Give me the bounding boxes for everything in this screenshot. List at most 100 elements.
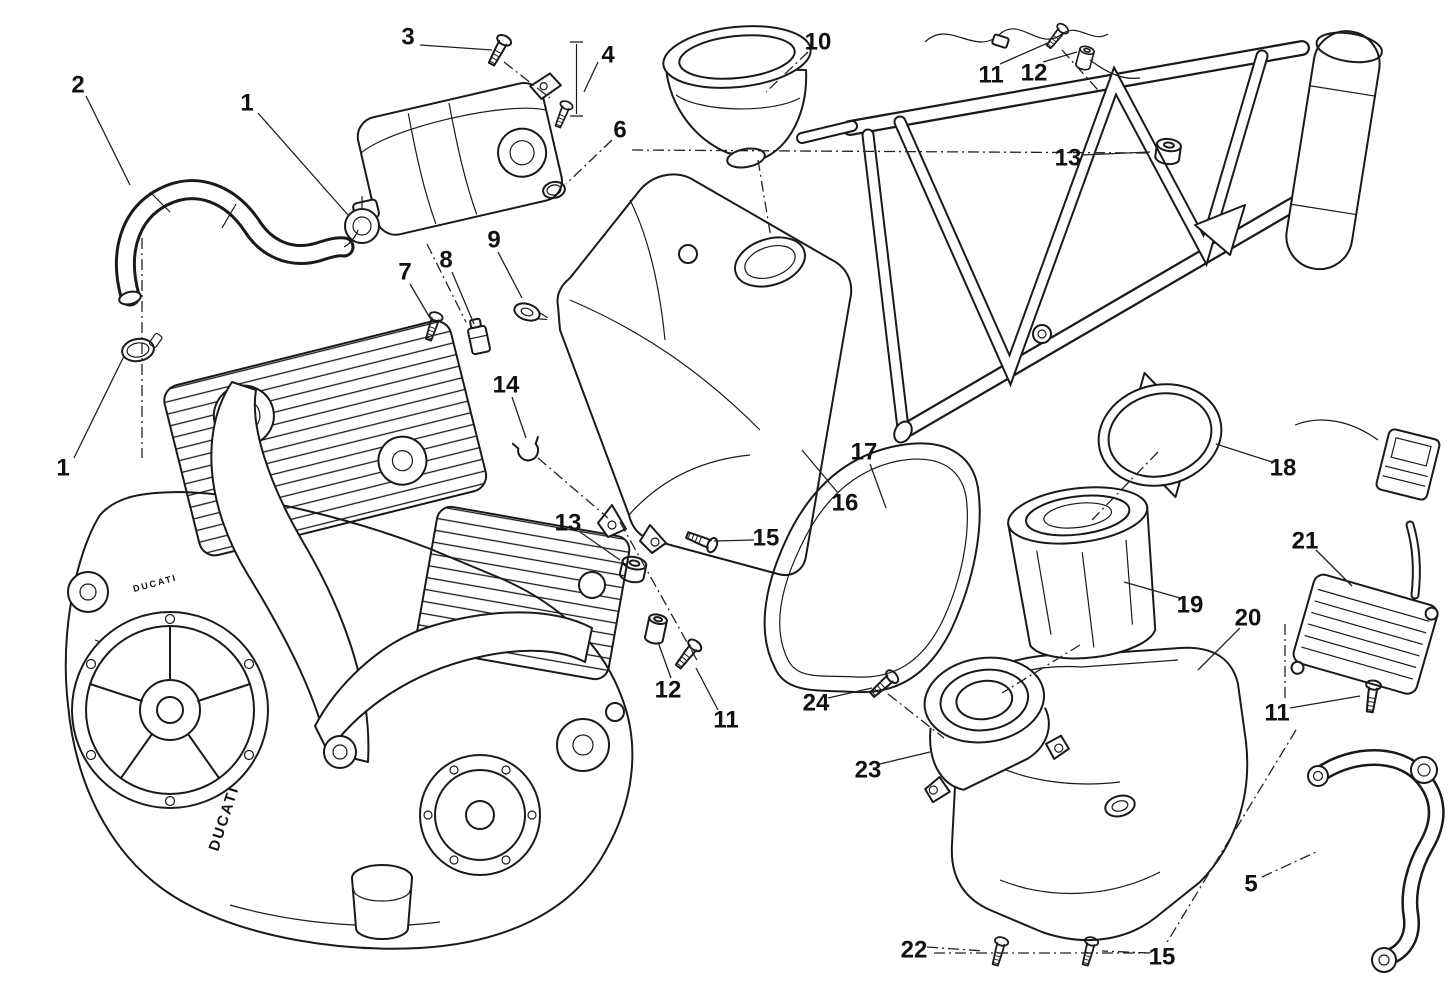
intake-elbow	[662, 25, 812, 169]
leader-line-1	[73, 355, 125, 459]
callout-15: 15	[1149, 944, 1176, 971]
leader-line-6	[565, 139, 613, 185]
callout-8: 8	[439, 247, 452, 274]
callout-9: 9	[487, 227, 500, 254]
callout-17: 17	[851, 439, 878, 466]
drain-hose	[1307, 749, 1445, 973]
wiring-harness	[924, 28, 1141, 80]
axis-line	[537, 457, 609, 519]
leader-line-14	[511, 396, 527, 439]
leader-line-13	[579, 531, 621, 561]
screw-24	[866, 667, 902, 702]
canister-valve	[343, 196, 380, 248]
axis-line	[757, 159, 772, 239]
leader-line-11	[999, 41, 1051, 65]
belt-cover-rear	[314, 611, 593, 753]
callout-13: 13	[1055, 145, 1082, 172]
leader-line-10	[765, 51, 809, 93]
callout-12: 12	[1021, 60, 1048, 87]
callout-5: 5	[1244, 871, 1257, 898]
callout-13: 13	[555, 510, 582, 537]
axis-lines	[141, 49, 1297, 954]
intake-flange	[923, 656, 1070, 804]
leader-line-15	[1101, 950, 1151, 954]
callout-4: 4	[601, 42, 615, 69]
leader-line-11	[1289, 695, 1361, 709]
leader-line-16	[801, 449, 839, 494]
leader-line-11	[695, 667, 719, 711]
callout-11: 11	[713, 707, 738, 734]
callout-3: 3	[401, 24, 414, 51]
hose-clamp	[121, 332, 163, 363]
callout-20: 20	[1235, 605, 1262, 632]
seal-ring	[1097, 371, 1223, 499]
leader-line-21	[1315, 549, 1353, 587]
leader-line-2	[85, 95, 131, 186]
callout-19: 19	[1177, 592, 1204, 619]
frame-gusset	[1194, 204, 1246, 256]
callout-15: 15	[753, 525, 780, 552]
callout-16: 16	[832, 490, 859, 517]
callout-23: 23	[855, 757, 882, 784]
leader-line-19	[1123, 581, 1181, 599]
sensor-9	[513, 302, 548, 322]
callout-24: 24	[803, 690, 830, 717]
axis-line	[426, 243, 467, 323]
axis-line	[619, 521, 699, 663]
callout-10: 10	[805, 29, 832, 56]
side-cover	[556, 718, 610, 772]
ecu-cable	[1294, 419, 1421, 600]
spacer-12-center	[643, 611, 669, 647]
sensor-8	[467, 317, 491, 356]
leader-line-24	[827, 687, 873, 699]
leader-line-8	[451, 271, 475, 325]
leader-line-4	[583, 61, 599, 93]
callout-2: 2	[71, 72, 84, 99]
frame-bolt	[1032, 324, 1052, 344]
screw-4	[551, 98, 575, 130]
leader-line-22	[926, 946, 985, 952]
screw-11-center	[671, 636, 705, 673]
leader-line-17	[869, 463, 887, 509]
crankcase-cover	[71, 611, 269, 809]
engine-assembly: DUCATI DUCATI	[64, 319, 634, 950]
frame-trellis	[796, 28, 1383, 444]
leader-lines	[73, 41, 1361, 954]
breather-hose	[114, 179, 355, 307]
leader-line-13	[1081, 151, 1151, 156]
leader-line-15	[713, 539, 755, 542]
frame-rear-tube	[1285, 30, 1383, 271]
axis-line	[1001, 644, 1081, 694]
callout-21: 21	[1292, 528, 1319, 555]
leader-line-9	[497, 251, 523, 299]
screw-11-top	[1042, 20, 1071, 52]
leader-line-1	[257, 112, 349, 216]
leader-line-18	[1215, 443, 1273, 463]
air-filter	[1007, 486, 1157, 660]
leader-line-20	[1197, 627, 1241, 671]
callout-7: 7	[398, 259, 411, 286]
axis-line	[1091, 451, 1159, 521]
canister-bracket	[529, 72, 562, 100]
airbox-housing	[556, 173, 853, 576]
callout-11: 11	[1264, 700, 1289, 727]
axis-line	[503, 61, 551, 99]
axis-line	[1061, 49, 1099, 91]
callout-11: 11	[978, 62, 1003, 89]
leader-line-3	[419, 44, 493, 51]
screw-22	[987, 934, 1011, 968]
callout-1: 1	[56, 455, 69, 482]
bracket-4-extent	[570, 41, 583, 117]
sprocket-cover	[67, 571, 109, 613]
leader-line-12	[657, 641, 672, 679]
harness-connector	[991, 33, 1010, 49]
callout-1: 1	[240, 90, 253, 117]
callout-6: 6	[613, 117, 626, 144]
leader-line-7	[409, 283, 431, 319]
callout-14: 14	[493, 372, 520, 399]
callout-22: 22	[901, 937, 928, 964]
callout-12: 12	[655, 677, 682, 704]
